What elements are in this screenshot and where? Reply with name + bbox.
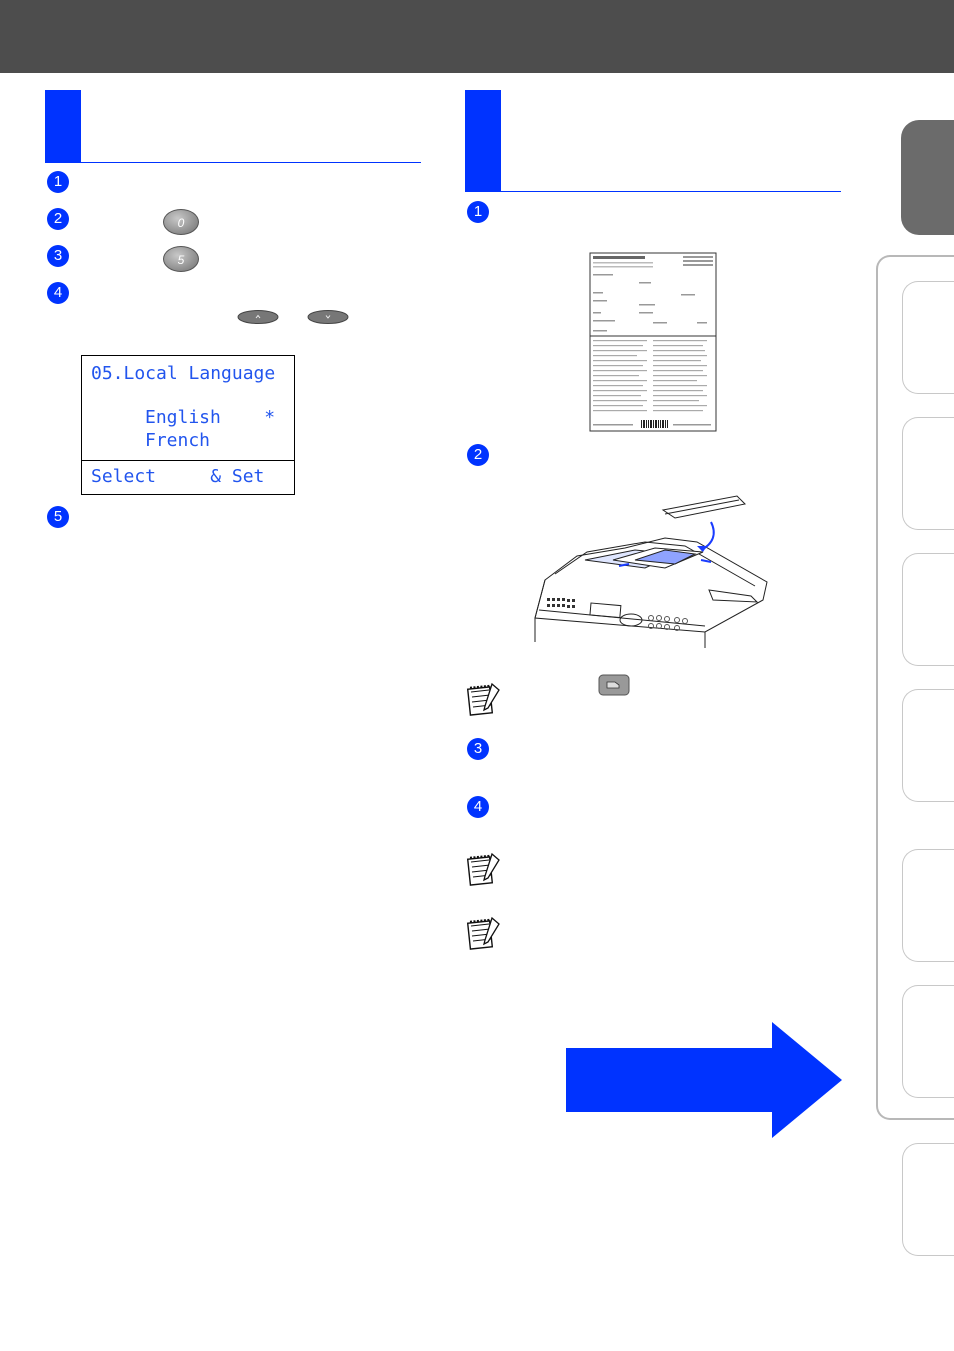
side-tab-3[interactable] xyxy=(902,553,954,666)
side-tab-group-frame xyxy=(876,255,954,1120)
side-tab-6[interactable] xyxy=(902,985,954,1098)
note-pad-pencil-icon xyxy=(466,682,500,716)
right-step-2-badge: 2 xyxy=(467,444,489,466)
side-tab-active[interactable] xyxy=(901,120,954,235)
lcd-display: 05.Local Language English * French Selec… xyxy=(81,355,295,495)
key-0-button[interactable]: 0 xyxy=(163,209,199,235)
side-tab-5[interactable] xyxy=(902,849,954,962)
right-step-3-badge: 3 xyxy=(467,738,489,760)
note-pad-pencil-icon xyxy=(466,852,500,886)
step-5-badge: 5 xyxy=(47,506,69,528)
top-header-bar xyxy=(0,0,954,73)
key-5-button[interactable]: 5 xyxy=(163,246,199,272)
arrow-up-key-icon[interactable] xyxy=(237,310,279,324)
machine-adf-illustration xyxy=(534,495,768,648)
lcd-line-4: Select & Set xyxy=(91,466,265,487)
right-section-rule xyxy=(465,191,841,192)
right-section-marker xyxy=(465,90,501,192)
lcd-line-1: 05.Local Language xyxy=(91,363,276,384)
lcd-divider xyxy=(82,460,294,461)
lcd-line-2: English * xyxy=(145,407,276,428)
side-tab-7[interactable] xyxy=(902,1143,954,1256)
right-step-4-badge: 4 xyxy=(467,796,489,818)
right-step-1-badge: 1 xyxy=(467,201,489,223)
side-tab-1[interactable] xyxy=(902,281,954,394)
left-section-rule xyxy=(45,162,421,163)
step-3-badge: 3 xyxy=(47,245,69,267)
step-2-badge: 2 xyxy=(47,208,69,230)
step-4-badge: 4 xyxy=(47,282,69,304)
test-sheet-image xyxy=(589,252,717,432)
step-1-badge: 1 xyxy=(47,171,69,193)
fax-start-key-icon[interactable] xyxy=(598,674,630,696)
side-tab-4[interactable] xyxy=(902,689,954,802)
side-tab-2[interactable] xyxy=(902,417,954,530)
note-pad-pencil-icon xyxy=(466,916,500,950)
continue-arrow-icon xyxy=(566,1022,842,1138)
left-section-marker xyxy=(45,90,81,163)
arrow-down-key-icon[interactable] xyxy=(307,310,349,324)
lcd-line-3: French xyxy=(145,430,211,451)
